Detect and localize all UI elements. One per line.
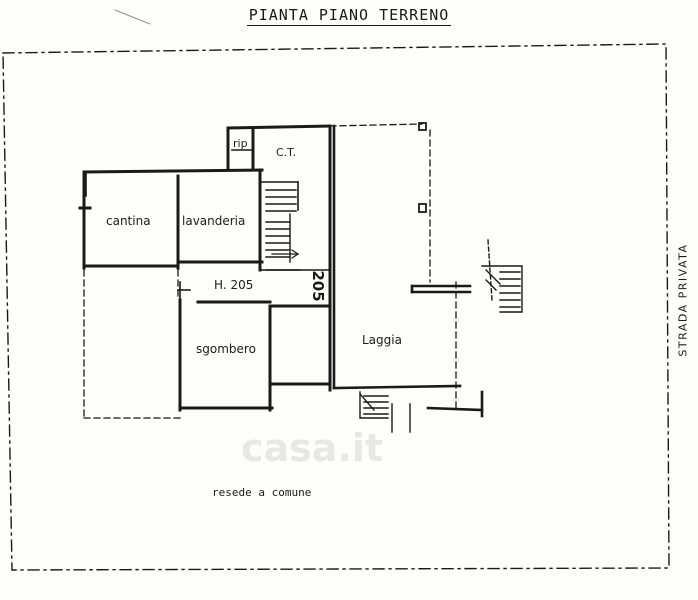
watermark: casa.it [240,426,384,470]
external-stairs-right [481,239,523,313]
loggia-walls [332,124,484,418]
plan-title-text: PIANTA PIANO TERRENO [246,6,452,26]
inner-details [80,149,331,301]
room-height-label: H. 205 [214,278,254,292]
room-label-rip: rip [233,137,248,150]
room-label-cantina: cantina [106,214,151,228]
dashed-outlines [83,123,457,419]
dimension-label: 205 [309,270,327,302]
room-label-lavanderia: lavanderia [182,214,246,228]
property-boundary [2,43,670,571]
street-label: STRADA PRIVATA [676,243,690,357]
columns [418,122,427,213]
outer-walls [82,124,332,412]
external-stairs-bottom [359,391,411,433]
room-label-ct: C.T. [276,146,297,159]
room-label-loggia: Laggia [362,333,402,347]
corner-mark [114,9,151,25]
plan-title: PIANTA PIANO TERRENO [0,6,698,26]
yard-label: resede a comune [212,486,312,499]
room-label-sgombero: sgombero [196,342,256,356]
staircase-ct [265,189,300,263]
